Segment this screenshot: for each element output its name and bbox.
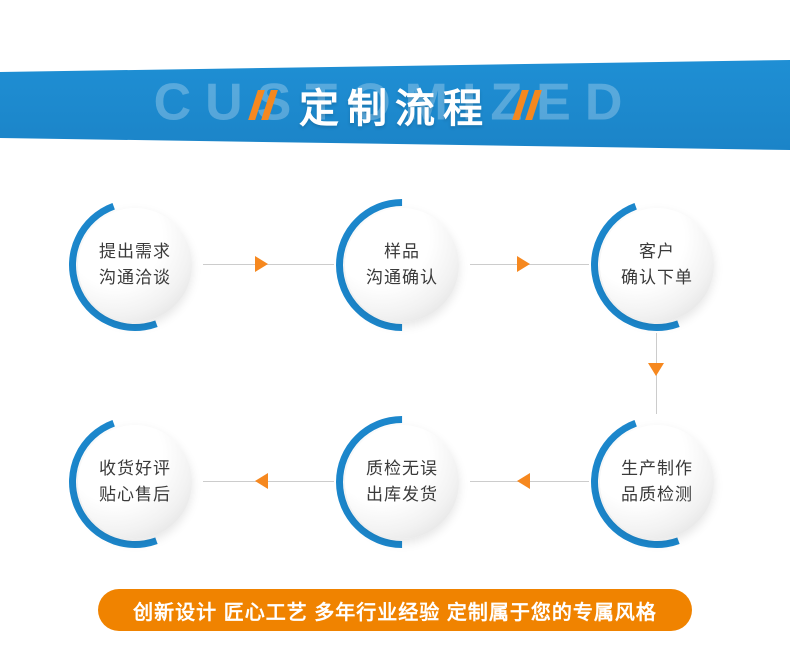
connector-line-1 xyxy=(203,264,334,265)
header-banner: CUSTOMIZED 定制流程 xyxy=(0,60,790,150)
right-slash-icon xyxy=(512,90,542,120)
step-line1: 提出需求 xyxy=(99,241,171,261)
step-label: 收货好评 贴心售后 xyxy=(78,425,192,539)
banner-watermark-text: CUSTOMIZED xyxy=(153,73,637,132)
step-circle-6: 收货好评 贴心售后 xyxy=(47,394,223,570)
footer-slogan: 创新设计 匠心工艺 多年行业经验 定制属于您的专属风格 xyxy=(133,601,657,624)
left-slash-icon xyxy=(248,90,278,120)
step-line2: 确认下单 xyxy=(621,268,693,287)
banner-background xyxy=(0,60,790,150)
page-title: 定制流程 xyxy=(299,87,491,131)
step-line2: 沟通确认 xyxy=(366,268,438,287)
arrow-right-icon xyxy=(517,256,530,272)
arrow-down-icon xyxy=(648,363,664,376)
arrow-left-icon xyxy=(517,473,530,489)
step-line2: 沟通洽谈 xyxy=(99,268,171,287)
arrow-left-icon xyxy=(255,473,268,489)
step-line1: 样品 xyxy=(384,241,420,261)
arrow-right-icon xyxy=(255,256,268,272)
step-line2: 品质检测 xyxy=(621,485,693,504)
step-label: 生产制作 品质检测 xyxy=(600,425,714,539)
step-label: 提出需求 沟通洽谈 xyxy=(78,208,192,322)
step-line2: 出库发货 xyxy=(366,485,438,504)
step-circle-1: 提出需求 沟通洽谈 xyxy=(47,177,223,353)
step-line1: 质检无误 xyxy=(366,458,438,478)
step-line1: 生产制作 xyxy=(621,458,693,478)
step-label: 客户 确认下单 xyxy=(600,208,714,322)
step-circle-2: 样品 沟通确认 xyxy=(308,171,496,359)
step-label: 质检无误 出库发货 xyxy=(345,425,459,539)
step-circle-3: 客户 确认下单 xyxy=(569,177,745,353)
step-line1: 收货好评 xyxy=(99,458,171,478)
step-label: 样品 沟通确认 xyxy=(345,208,459,322)
step-circle-5: 质检无误 出库发货 xyxy=(308,388,496,576)
footer-banner: 创新设计 匠心工艺 多年行业经验 定制属于您的专属风格 xyxy=(98,589,692,631)
step-line2: 贴心售后 xyxy=(99,485,171,504)
connector-line-5 xyxy=(203,481,334,482)
banner-title-row: 定制流程 xyxy=(0,60,790,150)
step-line1: 客户 xyxy=(639,241,675,261)
step-circle-4: 生产制作 品质检测 xyxy=(569,394,745,570)
